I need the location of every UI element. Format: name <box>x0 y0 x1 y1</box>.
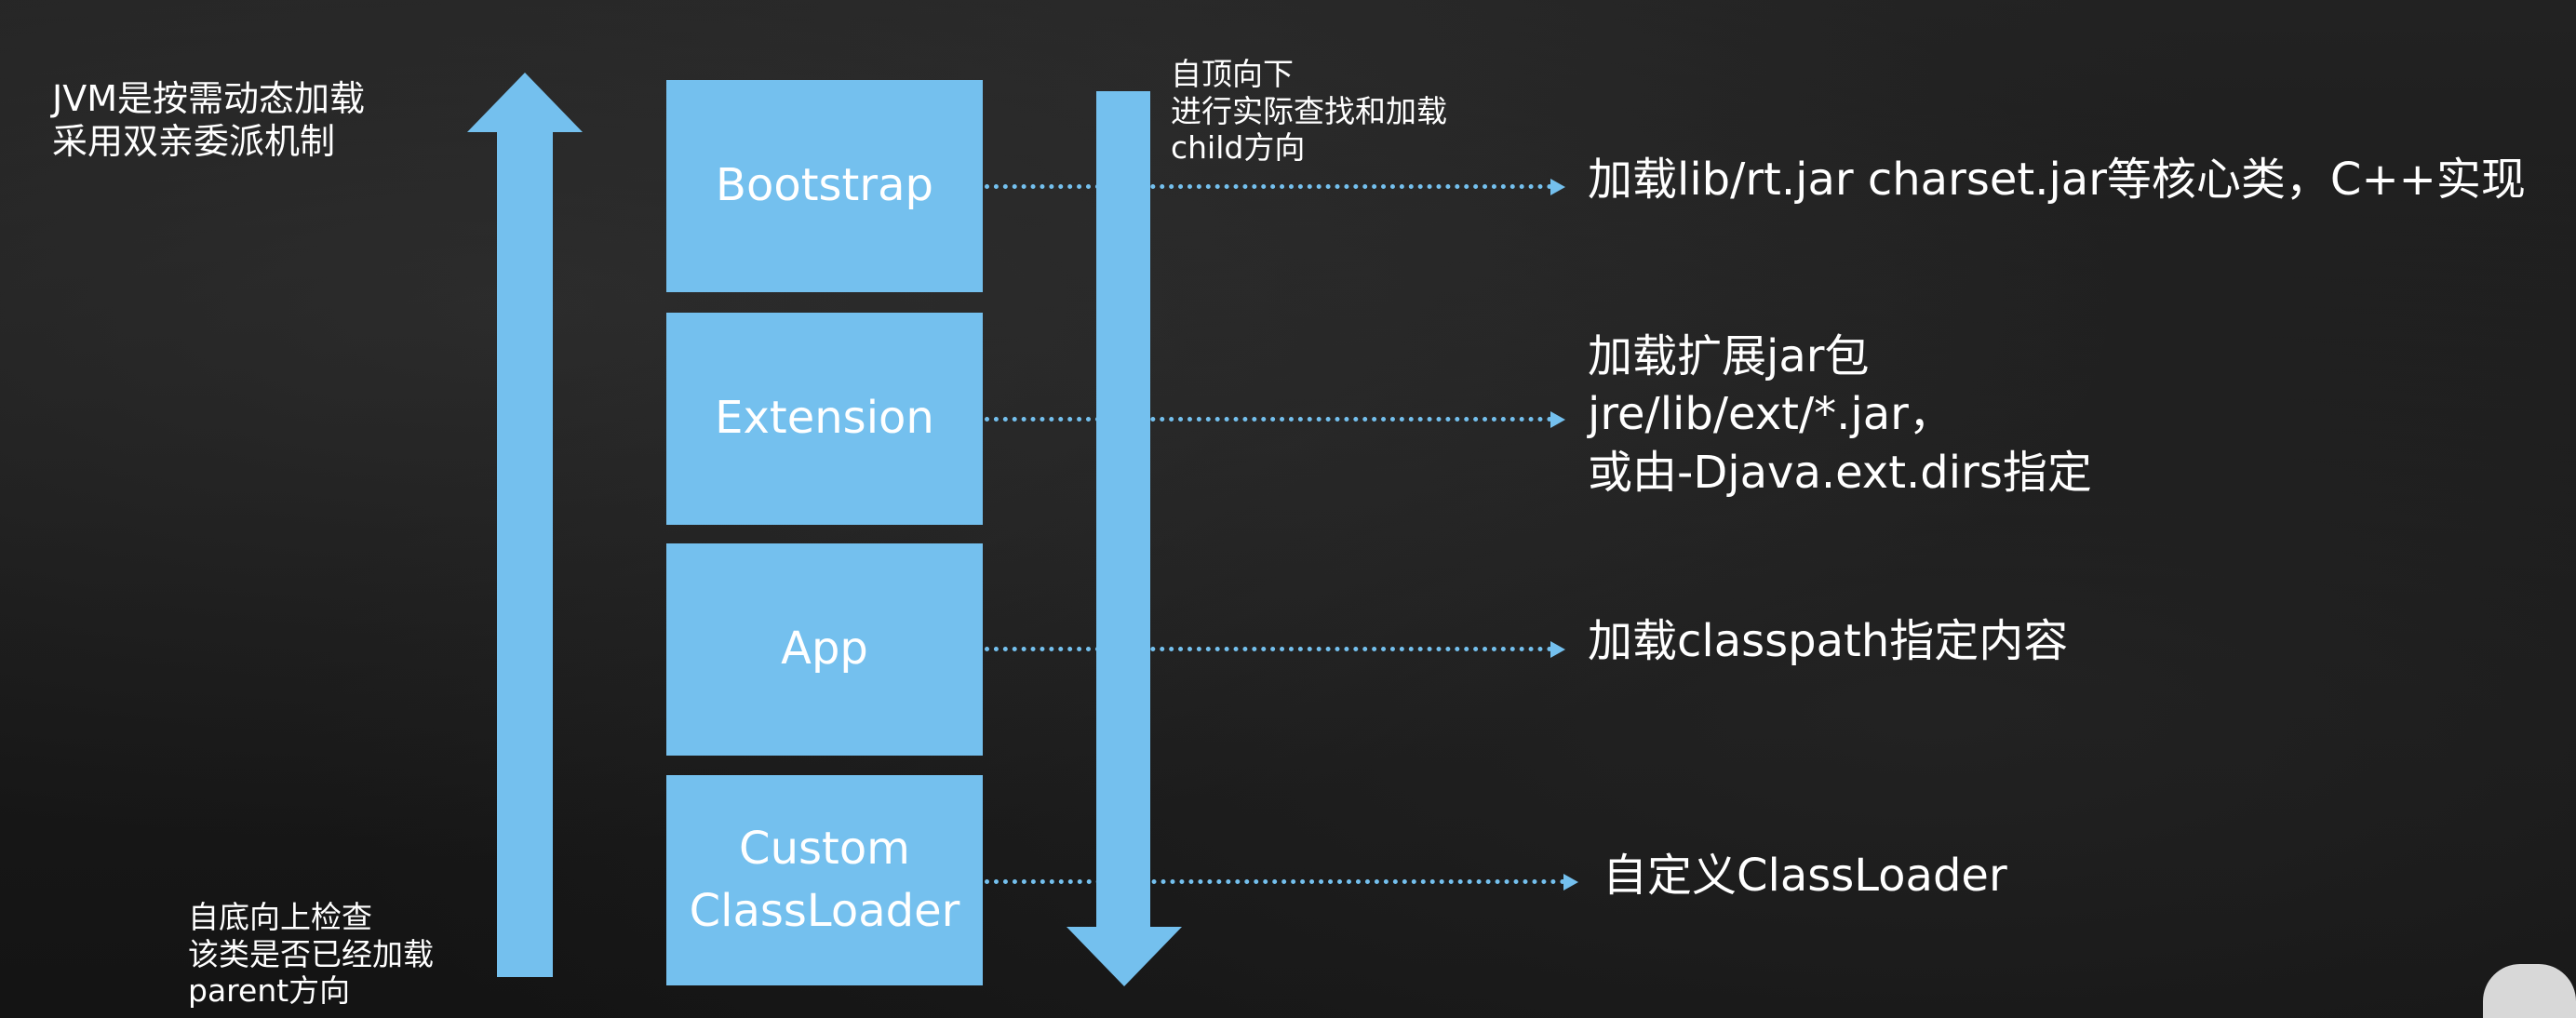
loader-label: Bootstrap <box>716 159 933 212</box>
note-jvm-mechanism: JVM是按需动态加载 采用双亲委派机制 <box>52 78 365 162</box>
loader-label: Extension <box>715 392 934 445</box>
arrow-down-shaft <box>1096 91 1150 929</box>
loader-label: Custom <box>739 822 910 875</box>
dotted-connector-custom <box>985 879 1565 884</box>
loader-box-bootstrap: Bootstrap <box>666 80 983 292</box>
dotted-connector-bootstrap <box>985 184 1552 189</box>
desc-extension: 加载扩展jar包 jre/lib/ext/*.jar， 或由-Djava.ext… <box>1588 330 2092 499</box>
dotted-connector-app <box>985 647 1552 651</box>
desc-app: 加载classpath指定内容 <box>1588 615 2069 667</box>
arrow-up-shaft <box>497 130 553 977</box>
desc-custom: 自定义ClassLoader <box>1603 850 2007 902</box>
arrow-right-icon <box>1550 641 1565 658</box>
dotted-connector-extension <box>985 417 1552 422</box>
arrow-up-head <box>467 73 583 132</box>
loader-label: App <box>781 623 868 676</box>
arrow-down-head <box>1067 927 1182 986</box>
loader-box-extension: Extension <box>666 313 983 525</box>
loader-label: ClassLoader <box>689 885 960 937</box>
note-bottom-up: 自底向上检查 该类是否已经加载 parent方向 <box>188 899 434 1010</box>
loader-box-app: App <box>666 543 983 756</box>
arrow-right-icon <box>1550 179 1565 195</box>
note-top-down: 自顶向下 进行实际查找和加载 child方向 <box>1171 56 1447 167</box>
arrow-right-icon <box>1563 874 1578 891</box>
loader-box-custom: Custom ClassLoader <box>666 775 983 985</box>
desc-bootstrap: 加载lib/rt.jar charset.jar等核心类，C++实现 <box>1588 154 2526 206</box>
mascot-icon <box>2483 964 2576 1018</box>
arrow-right-icon <box>1550 411 1565 428</box>
